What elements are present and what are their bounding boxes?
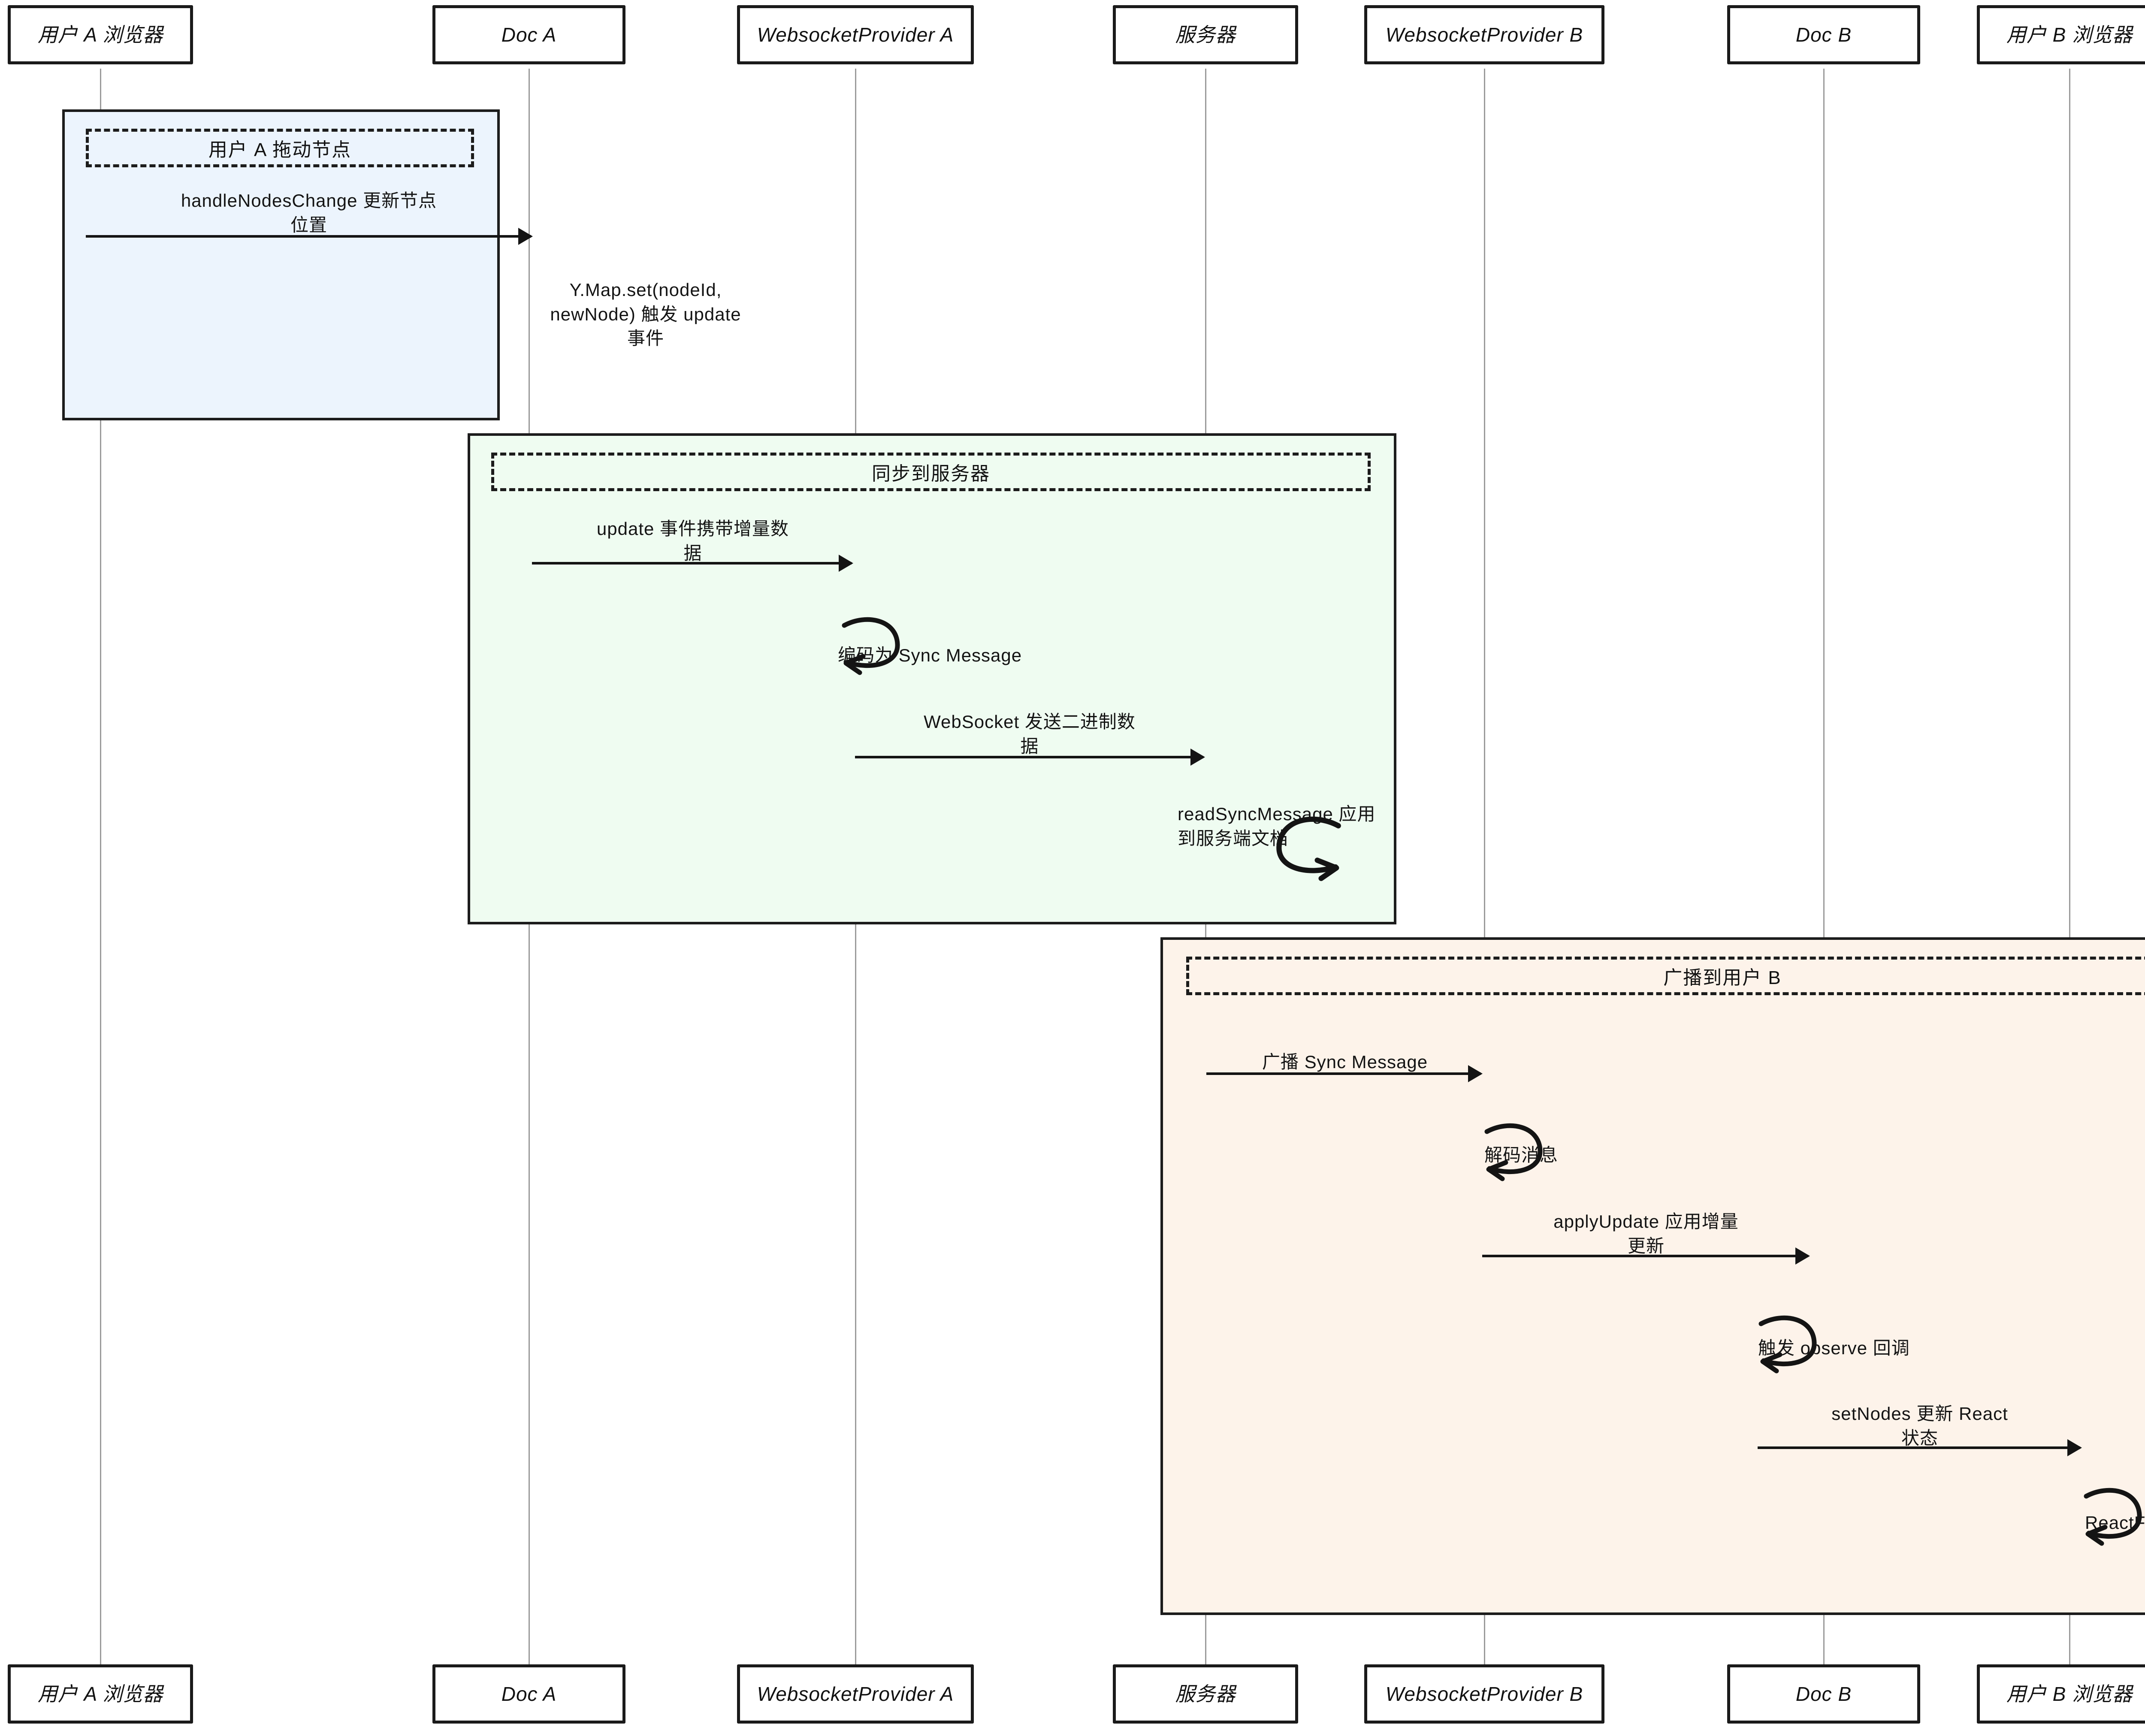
participant-server-bottom[interactable]: 服务器 <box>1113 1664 1298 1724</box>
block-drag <box>62 109 500 420</box>
msg-3-label: update 事件携带增量数 据 <box>596 519 789 563</box>
msg-7-label: 广播 Sync Message <box>1262 1052 1428 1072</box>
participant-docB-top[interactable]: Doc B <box>1727 5 1920 64</box>
msg-1-label: handleNodesChange 更新节点 位置 <box>181 190 437 235</box>
msg-2-label: Y.Map.set(nodeId, newNode) 触发 update 事件 <box>550 280 741 349</box>
msg-10-self-loop <box>1758 1315 1822 1374</box>
lifeline-userA <box>100 69 101 1664</box>
lifeline-userB <box>2069 69 2070 1664</box>
lifeline-docB <box>1823 69 1825 1664</box>
msg-6-label: readSyncMessage 应用 到服务端文档 <box>1178 804 1376 848</box>
participant-server-top[interactable]: 服务器 <box>1113 5 1298 64</box>
msg-3-arrow <box>532 555 853 572</box>
msg-11-label: setNodes 更新 React 状态 <box>1831 1404 2008 1448</box>
msg-8-self-loop <box>1483 1123 1548 1181</box>
participant-docB-bottom[interactable]: Doc B <box>1727 1664 1920 1724</box>
block-sync-label: 同步到服务器 <box>491 453 1371 491</box>
msg-5-arrow <box>855 749 1205 766</box>
msg-8-label: 解码消息 <box>1484 1145 1559 1165</box>
msg-11-arrow <box>1758 1439 2082 1456</box>
participant-userB-top[interactable]: 用户 B 浏览器 <box>1977 5 2145 64</box>
participant-userA-bottom[interactable]: 用户 A 浏览器 <box>8 1664 193 1724</box>
lifeline-wsB <box>1484 69 1485 1664</box>
msg-4-label: 编码为 Sync Message <box>838 645 1022 665</box>
msg-12-label: ReactFlow 重新渲染 <box>2085 1513 2145 1533</box>
participant-wsB-bottom[interactable]: WebsocketProvider B <box>1364 1664 1604 1724</box>
participant-docA-top[interactable]: Doc A <box>432 5 625 64</box>
msg-10-label: 触发 observe 回调 <box>1758 1338 1910 1358</box>
msg-9-label: applyUpdate 应用增量 更新 <box>1553 1211 1739 1256</box>
participant-userA-top[interactable]: 用户 A 浏览器 <box>8 5 193 64</box>
msg-5-label: WebSocket 发送二进制数 据 <box>924 712 1136 756</box>
participant-userB-bottom[interactable]: 用户 B 浏览器 <box>1977 1664 2145 1724</box>
msg-4-self-loop <box>841 617 905 675</box>
participant-wsA-top[interactable]: WebsocketProvider A <box>737 5 974 64</box>
block-broadcast-label: 广播到用户 B <box>1186 957 2145 995</box>
participant-docA-bottom[interactable]: Doc A <box>432 1664 625 1724</box>
msg-6-self-loop <box>1208 816 1405 881</box>
msg-7-arrow <box>1206 1065 1483 1082</box>
block-drag-label: 用户 A 拖动节点 <box>86 129 474 167</box>
msg-9-arrow <box>1482 1247 1810 1265</box>
msg-1-arrow <box>86 228 533 245</box>
participant-wsB-top[interactable]: WebsocketProvider B <box>1364 5 1604 64</box>
block-broadcast <box>1160 937 2145 1615</box>
participant-wsA-bottom[interactable]: WebsocketProvider A <box>737 1664 974 1724</box>
msg-12-self-loop <box>2083 1488 2145 1546</box>
block-sync <box>468 433 1396 924</box>
